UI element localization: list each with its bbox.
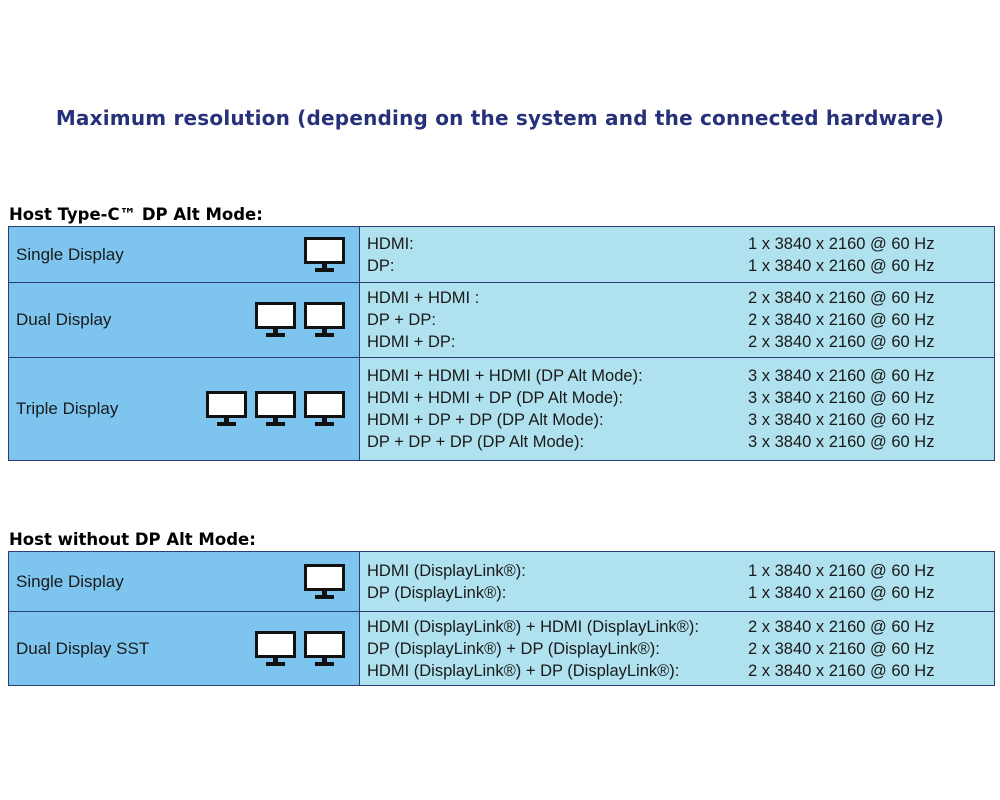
section-no-dp-alt-mode: Host without DP Alt Mode: Single Display… bbox=[8, 529, 995, 686]
list-item: HDMI + DP + DP (DP Alt Mode): 3 x 3840 x … bbox=[367, 409, 994, 431]
connection-type: HDMI + DP + DP (DP Alt Mode): bbox=[367, 411, 604, 429]
max-resolution: 2 x 3840 x 2160 @ 60 Hz bbox=[748, 661, 935, 680]
table-row: Single Display HDMI (DisplayLink®): 1 x 3… bbox=[9, 552, 995, 612]
monitor-group bbox=[206, 391, 345, 427]
table-row: Dual Display HDMI + HDMI : 2 x 3840 x 216… bbox=[9, 283, 995, 358]
monitor-icon bbox=[255, 630, 296, 666]
monitor-icon bbox=[304, 302, 345, 337]
mode-list: HDMI + HDMI : 2 x 3840 x 2160 @ 60 Hz DP … bbox=[360, 283, 995, 357]
row-header: Single Display bbox=[9, 552, 360, 611]
max-resolution: 2 x 3840 x 2160 @ 60 Hz bbox=[748, 617, 935, 636]
list-item: DP + DP: 2 x 3840 x 2160 @ 60 Hz bbox=[367, 309, 994, 331]
section-dp-alt-mode: Host Type-C™ DP Alt Mode: Single Display… bbox=[8, 204, 995, 461]
list-item: DP: 1 x 3840 x 2160 @ 60 Hz bbox=[367, 255, 994, 277]
row-header: Single Display bbox=[9, 227, 360, 282]
connection-type: HDMI (DisplayLink®) + HDMI (DisplayLink®… bbox=[367, 617, 699, 636]
connection-type: DP (DisplayLink®): bbox=[367, 583, 507, 602]
row-label: Single Display bbox=[16, 571, 124, 591]
max-resolution: 2 x 3840 x 2160 @ 60 Hz bbox=[748, 639, 935, 658]
table-row: Dual Display SST HDMI (DisplayLink®) + H… bbox=[9, 612, 995, 686]
mode-list: HDMI (DisplayLink®) + HDMI (DisplayLink®… bbox=[360, 612, 995, 685]
connection-type: HDMI + HDMI : bbox=[367, 289, 480, 307]
list-item: HDMI + HDMI + HDMI (DP Alt Mode): 3 x 384… bbox=[367, 365, 994, 387]
resolution-table: Single Display HDMI: 1 x 3840 x 2160 @ 60… bbox=[8, 226, 995, 461]
connection-type: HDMI (DisplayLink®) + DP (DisplayLink®): bbox=[367, 661, 680, 680]
row-label: Triple Display bbox=[16, 399, 119, 418]
monitor-icon bbox=[206, 391, 247, 426]
list-item: HDMI (DisplayLink®) + DP (DisplayLink®):… bbox=[367, 660, 994, 682]
table-row: Triple Display HDMI + HDMI + HDMI (DP Al… bbox=[9, 358, 995, 461]
monitor-icon bbox=[304, 391, 345, 426]
max-resolution: 1 x 3840 x 2160 @ 60 Hz bbox=[748, 256, 935, 275]
list-item: HDMI (DisplayLink®) + HDMI (DisplayLink®… bbox=[367, 616, 994, 638]
max-resolution: 1 x 3840 x 2160 @ 60 Hz bbox=[748, 561, 935, 580]
mode-list: HDMI + HDMI + HDMI (DP Alt Mode): 3 x 384… bbox=[360, 358, 995, 460]
resolution-table: Single Display HDMI (DisplayLink®): 1 x 3… bbox=[8, 551, 995, 686]
list-item: HDMI + HDMI + DP (DP Alt Mode): 3 x 3840 … bbox=[367, 387, 994, 409]
row-label: Dual Display SST bbox=[16, 638, 150, 658]
page-title: Maximum resolution (depending on the sys… bbox=[55, 106, 945, 130]
monitor-group bbox=[304, 563, 345, 600]
connection-type: DP + DP: bbox=[367, 311, 436, 329]
monitor-group bbox=[255, 302, 345, 338]
connection-type: HDMI + HDMI + DP (DP Alt Mode): bbox=[367, 389, 624, 407]
connection-type: HDMI + HDMI + HDMI (DP Alt Mode): bbox=[367, 367, 643, 385]
max-resolution: 3 x 3840 x 2160 @ 60 Hz bbox=[748, 367, 935, 385]
mode-list: HDMI: 1 x 3840 x 2160 @ 60 Hz DP: 1 x 3840… bbox=[360, 227, 995, 282]
mode-list: HDMI (DisplayLink®): 1 x 3840 x 2160 @ 60… bbox=[360, 552, 995, 611]
row-header: Dual Display SST bbox=[9, 612, 360, 685]
max-resolution: 2 x 3840 x 2160 @ 60 Hz bbox=[748, 333, 935, 351]
row-label: Dual Display bbox=[16, 310, 112, 329]
max-resolution: 2 x 3840 x 2160 @ 60 Hz bbox=[748, 311, 935, 329]
connection-type: DP + DP + DP (DP Alt Mode): bbox=[367, 433, 585, 451]
max-resolution: 1 x 3840 x 2160 @ 60 Hz bbox=[748, 583, 935, 602]
section-heading: Host without DP Alt Mode: bbox=[9, 530, 256, 549]
list-item: DP (DisplayLink®): 1 x 3840 x 2160 @ 60 H… bbox=[367, 582, 994, 604]
row-header: Dual Display bbox=[9, 283, 360, 357]
row-header: Triple Display bbox=[9, 358, 360, 460]
monitor-group bbox=[304, 236, 345, 273]
connection-type: HDMI (DisplayLink®): bbox=[367, 561, 526, 580]
monitor-icon bbox=[255, 391, 296, 426]
monitor-icon bbox=[304, 563, 345, 599]
row-label: Single Display bbox=[16, 244, 124, 264]
section-heading: Host Type-C™ DP Alt Mode: bbox=[9, 205, 263, 224]
list-item: DP + DP + DP (DP Alt Mode): 3 x 3840 x 21… bbox=[367, 431, 994, 453]
connection-type: HDMI + DP: bbox=[367, 333, 456, 351]
max-resolution: 1 x 3840 x 2160 @ 60 Hz bbox=[748, 234, 935, 253]
monitor-icon bbox=[304, 630, 345, 666]
list-item: HDMI: 1 x 3840 x 2160 @ 60 Hz bbox=[367, 233, 994, 255]
monitor-icon bbox=[304, 236, 345, 272]
max-resolution: 3 x 3840 x 2160 @ 60 Hz bbox=[748, 411, 935, 429]
list-item: HDMI + DP: 2 x 3840 x 2160 @ 60 Hz bbox=[367, 331, 994, 353]
connection-type: HDMI: bbox=[367, 234, 414, 253]
list-item: HDMI + HDMI : 2 x 3840 x 2160 @ 60 Hz bbox=[367, 287, 994, 309]
table-row: Single Display HDMI: 1 x 3840 x 2160 @ 60… bbox=[9, 227, 995, 283]
monitor-icon bbox=[255, 302, 296, 337]
max-resolution: 3 x 3840 x 2160 @ 60 Hz bbox=[748, 433, 935, 451]
connection-type: DP (DisplayLink®) + DP (DisplayLink®): bbox=[367, 639, 660, 658]
max-resolution: 3 x 3840 x 2160 @ 60 Hz bbox=[748, 389, 935, 407]
max-resolution: 2 x 3840 x 2160 @ 60 Hz bbox=[748, 289, 935, 307]
connection-type: DP: bbox=[367, 256, 395, 275]
list-item: HDMI (DisplayLink®): 1 x 3840 x 2160 @ 60… bbox=[367, 560, 994, 582]
list-item: DP (DisplayLink®) + DP (DisplayLink®): 2 … bbox=[367, 638, 994, 660]
monitor-group bbox=[255, 630, 345, 667]
